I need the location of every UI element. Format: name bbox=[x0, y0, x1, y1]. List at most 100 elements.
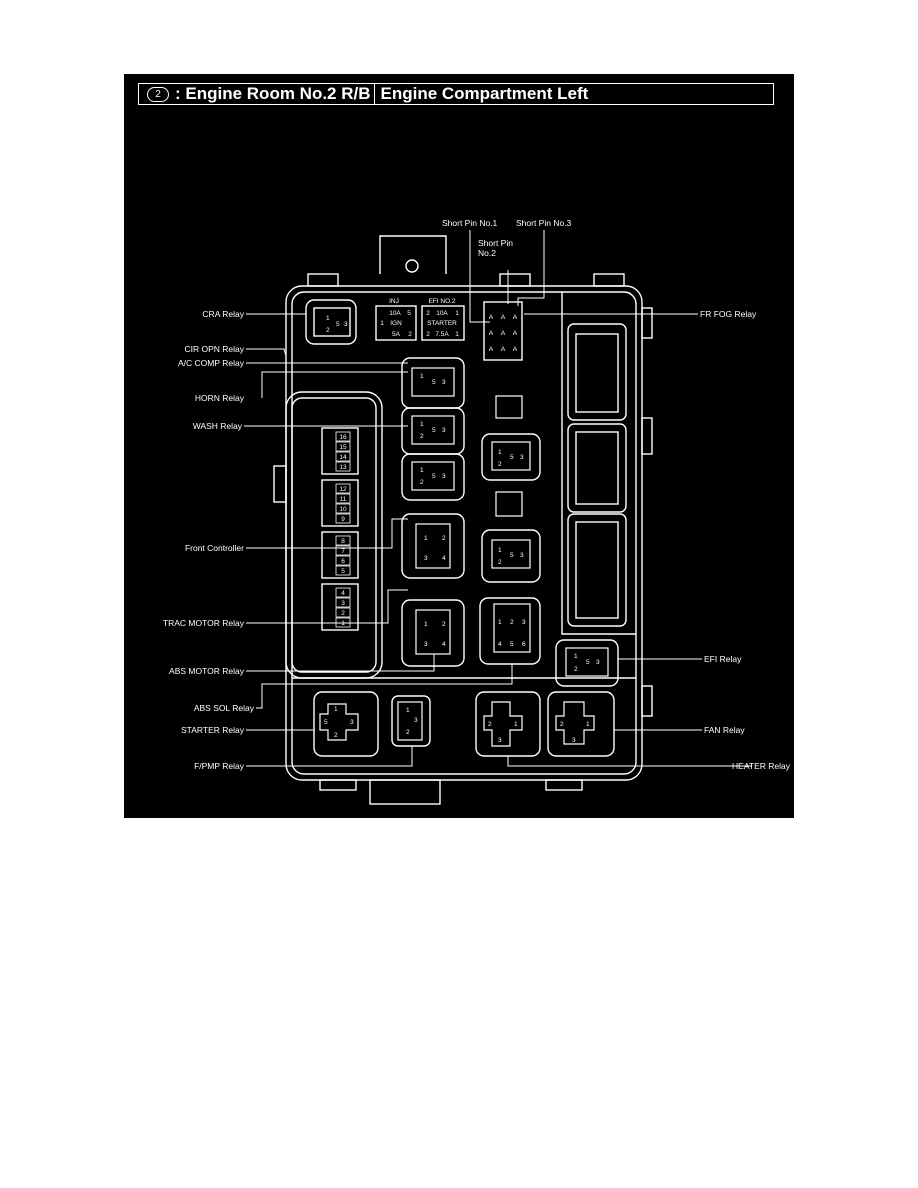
front-controller-pin: 12 bbox=[339, 486, 347, 493]
fuse-st-amp: 7.5A bbox=[435, 331, 449, 338]
short-pin-terminal: A bbox=[501, 314, 506, 321]
starter-pin5: 5 bbox=[324, 719, 328, 726]
fuse-efi2-pin2: 2 bbox=[426, 310, 430, 317]
label-cir-opn-relay: CIR OPN Relay bbox=[184, 344, 244, 354]
front-controller-pin: 7 bbox=[341, 548, 345, 555]
heater-pin2: 2 bbox=[488, 721, 492, 728]
short-pin-terminal: A bbox=[489, 346, 494, 353]
front-controller-pin-cell bbox=[335, 607, 351, 618]
horn-pin3: 3 bbox=[442, 379, 446, 386]
front-controller-pin: 13 bbox=[339, 464, 347, 471]
front-controller-pin: 6 bbox=[341, 558, 345, 565]
starter-pin2: 2 bbox=[334, 732, 338, 739]
front-controller-pin: 11 bbox=[340, 496, 347, 503]
acc-pin1: 1 bbox=[420, 467, 424, 474]
fpmp-pin3: 3 bbox=[414, 717, 418, 724]
front-controller-pin-cell bbox=[335, 513, 351, 524]
trac-pin2: 2 bbox=[442, 535, 446, 542]
location-badge: 2 bbox=[147, 87, 169, 102]
short-pin-terminal: A bbox=[513, 346, 518, 353]
efi-pin5: 5 bbox=[586, 659, 590, 666]
fuse-inj-amp: 10A bbox=[389, 310, 401, 317]
diagram-drawing: Short Pin No.1 Short Pin No.3 Short Pin … bbox=[163, 218, 791, 805]
front-controller-pin-cell bbox=[335, 503, 351, 514]
wash-pin2: 2 bbox=[420, 433, 424, 440]
label-fr-fog-relay: FR FOG Relay bbox=[700, 309, 757, 319]
label-front-controller: Front Controller bbox=[185, 543, 244, 553]
front-controller-pin-cell bbox=[335, 587, 351, 598]
heater-pin1: 1 bbox=[514, 721, 518, 728]
front-controller-pin: 10 bbox=[339, 506, 347, 513]
absm-pin4: 4 bbox=[442, 641, 446, 648]
fuse-ign-label: IGN bbox=[390, 320, 402, 327]
heater-pin3: 3 bbox=[498, 737, 502, 744]
fan-pin2: 2 bbox=[560, 721, 564, 728]
fuse-st-pin2: 2 bbox=[426, 331, 430, 338]
label-efi-relay: EFI Relay bbox=[704, 654, 742, 664]
front-controller-pin: 8 bbox=[341, 538, 345, 545]
fog-pin3: 3 bbox=[520, 552, 524, 559]
fan-pin1: 1 bbox=[586, 721, 590, 728]
label-short-pin-no1: Short Pin No.1 bbox=[442, 218, 498, 228]
fuse-inj-pin5: 5 bbox=[407, 310, 411, 317]
short-pin-terminal: A bbox=[513, 330, 518, 337]
trac-pin1: 1 bbox=[424, 535, 428, 542]
short-pin-terminal: A bbox=[489, 330, 494, 337]
starter-pin1: 1 bbox=[334, 706, 338, 713]
efi-pin1: 1 bbox=[574, 653, 578, 660]
label-starter-relay: STARTER Relay bbox=[181, 725, 245, 735]
fuse-efi2-amp: 10A bbox=[436, 310, 448, 317]
absm-pin1: 1 bbox=[424, 621, 428, 628]
abss-pin4: 4 bbox=[498, 641, 502, 648]
fog-pin1: 1 bbox=[498, 547, 502, 554]
fuse-starter-label: STARTER bbox=[427, 320, 457, 327]
front-controller-pin-cell bbox=[335, 555, 351, 566]
title-divider bbox=[373, 84, 375, 104]
absm-pin2: 2 bbox=[442, 621, 446, 628]
fuse-efi2-pin1: 1 bbox=[455, 310, 459, 317]
front-controller-pin: 5 bbox=[341, 568, 345, 575]
compartment-name: Engine Compartment Left bbox=[380, 84, 589, 103]
fpmp-pin2: 2 bbox=[406, 729, 410, 736]
front-controller-pin-cell bbox=[335, 431, 351, 442]
fuse-st-pin1: 1 bbox=[455, 331, 459, 338]
trac-pin4: 4 bbox=[442, 555, 446, 562]
cir-pin2: 2 bbox=[498, 461, 502, 468]
acc-pin2: 2 bbox=[420, 479, 424, 486]
abss-pin3: 3 bbox=[522, 619, 526, 626]
absm-pin3: 3 bbox=[424, 641, 428, 648]
relay-block-name: : Engine Room No.2 R/B bbox=[175, 84, 371, 103]
front-controller-pin: 1 bbox=[341, 620, 345, 627]
trac-pin3: 3 bbox=[424, 555, 428, 562]
fuse-ign-amp: 5A bbox=[392, 331, 401, 338]
short-pin-terminal: A bbox=[501, 346, 506, 353]
wash-pin1: 1 bbox=[420, 421, 424, 428]
label-heater-relay: HEATER Relay bbox=[732, 761, 791, 771]
fog-pin2: 2 bbox=[498, 559, 502, 566]
cra-pin1: 1 bbox=[326, 315, 330, 322]
fuse-efi2-label: EFI NO.2 bbox=[428, 298, 455, 305]
horn-pin1: 1 bbox=[420, 373, 424, 380]
front-controller-pin-cell bbox=[335, 461, 351, 472]
wash-pin3: 3 bbox=[442, 427, 446, 434]
efi-pin3: 3 bbox=[596, 659, 600, 666]
label-fpmp-relay: F/PMP Relay bbox=[194, 761, 245, 771]
fog-pin5: 5 bbox=[510, 552, 514, 559]
front-controller-pin-cell bbox=[335, 545, 351, 556]
abss-pin1: 1 bbox=[498, 619, 502, 626]
label-no2: No.2 bbox=[478, 248, 496, 258]
front-controller-pin: 2 bbox=[341, 610, 345, 617]
label-horn-relay: HORN Relay bbox=[195, 393, 245, 403]
abss-pin5: 5 bbox=[510, 641, 514, 648]
cra-pin3: 3 bbox=[344, 321, 348, 328]
acc-pin3: 3 bbox=[442, 473, 446, 480]
front-controller-pin: 9 bbox=[341, 516, 345, 523]
fuse-ign-pin2: 2 bbox=[408, 331, 412, 338]
front-controller-pin-cell bbox=[335, 451, 351, 462]
fpmp-pin1: 1 bbox=[406, 707, 410, 714]
label-trac-motor-relay: TRAC MOTOR Relay bbox=[163, 618, 245, 628]
abss-pin2: 2 bbox=[510, 619, 514, 626]
front-controller-pin-cell bbox=[335, 493, 351, 504]
